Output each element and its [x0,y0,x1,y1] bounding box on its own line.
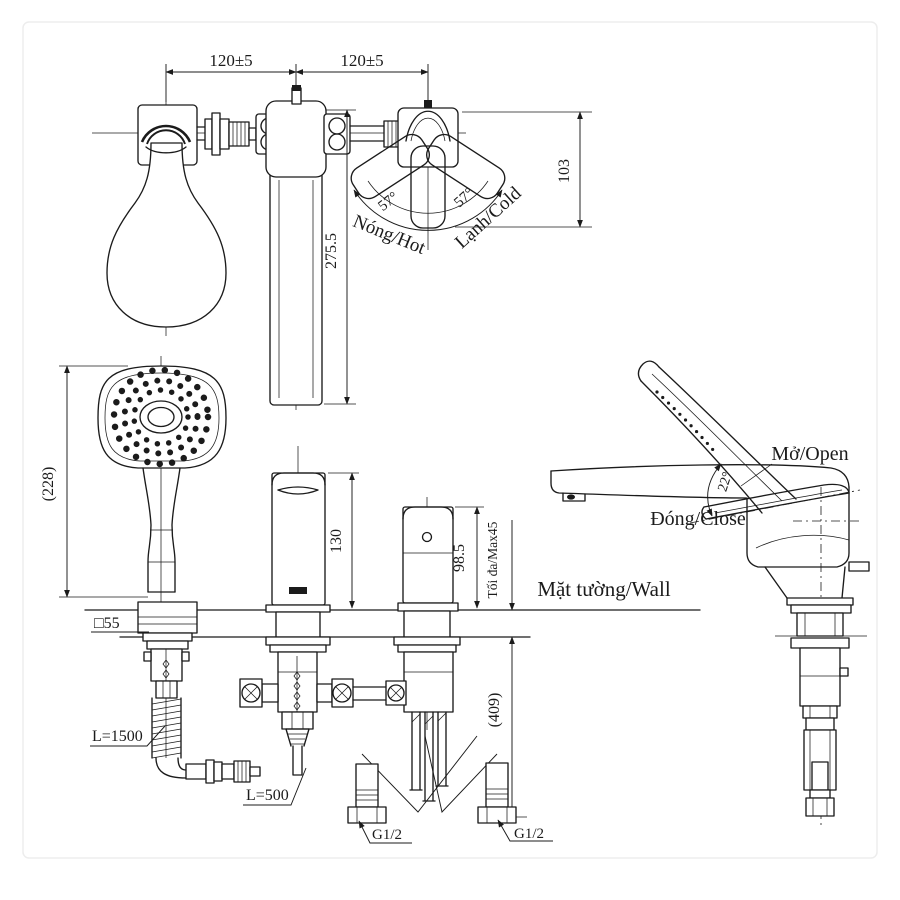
supply-hoses [409,711,449,802]
dim-275: 275.5 [323,109,356,405]
dim-228: (228) [40,365,148,598]
svg-text:□55: □55 [94,615,120,632]
dim-120-right: 120±5 [340,51,383,70]
top-view: 120±5 120±5 103 275.5 57° 57° Nóng/Hot L… [92,51,592,410]
mixer-front-view [361,497,498,813]
handle-open-position [637,360,797,514]
spout-top-view [265,85,327,406]
diverter-tee: L=500 [239,678,387,806]
pipe-break-symbol [361,735,498,813]
right-connector-fittings [323,113,400,155]
dim-120-left: 120±5 [209,51,252,70]
label-thread-left: G1/2 [372,827,402,843]
dim-103: 103 [455,111,592,228]
side-under-counter [775,597,867,817]
svg-text:98.5: 98.5 [451,544,468,572]
label-close: Đóng/Close [650,508,746,530]
angle-open: 22° [716,470,736,493]
handle-closed-position [689,483,861,524]
front-view: Mặt tường/Wall [40,356,701,844]
flex-hose-coil [151,697,182,759]
svg-text:(409): (409) [486,693,503,728]
dim-max45: Tối đa/Max45 [485,520,515,611]
svg-text:Tối đa/Max45: Tối đa/Max45 [485,521,500,598]
spout-front-view [265,446,331,713]
label-wall: Mặt tường/Wall [537,577,671,601]
label-hot: Nóng/Hot [350,211,429,259]
swing-arc [706,463,722,517]
supply-stub-right: G1/2 [477,762,553,842]
label-hose-long: L=1500 [90,725,166,747]
supply-stub-left: G1/2 [347,763,412,844]
handshower-front-view: L=1500 □55 [90,356,261,784]
faucet-side-body [550,464,870,599]
handshower-top-view [106,104,227,328]
svg-text:275.5: 275.5 [323,233,340,269]
dim-spacing: 120±5 120±5 [165,51,429,102]
side-view: 22° Mở/Open Đóng/Close [550,360,870,828]
svg-text:103: 103 [556,159,573,183]
label-escutcheon: □55 [91,615,149,633]
svg-text:(228): (228) [40,467,57,502]
label-open: Mở/Open [771,443,848,465]
dim-985: 98.5 [451,506,484,609]
svg-text:L=1500: L=1500 [92,728,143,745]
svg-text:130: 130 [328,529,345,553]
label-thread-right: G1/2 [514,826,544,842]
label-hose-short: L=500 [243,767,307,806]
svg-text:L=500: L=500 [246,787,289,804]
hose-connector [185,759,261,784]
angle-cold: 57° [451,185,477,211]
handle-top-view [350,100,506,231]
angle-hot: 57° [375,189,401,215]
image-border [22,21,878,859]
dim-130: 130 [328,472,359,609]
